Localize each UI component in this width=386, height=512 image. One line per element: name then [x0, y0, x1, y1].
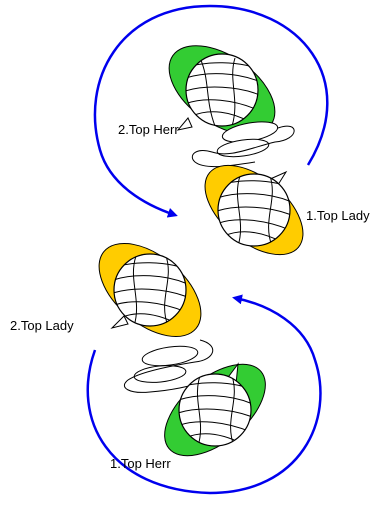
label-top-herr: 2.Top Herr: [118, 122, 179, 137]
label-bottom-lady: 2.Top Lady: [10, 318, 74, 333]
feet-top-pair: [192, 118, 294, 166]
label-top-lady: 1.Top Lady: [306, 208, 370, 223]
label-bottom-herr: 1.Top Herr: [110, 456, 171, 471]
dancer-bottom-lady: [82, 225, 218, 354]
